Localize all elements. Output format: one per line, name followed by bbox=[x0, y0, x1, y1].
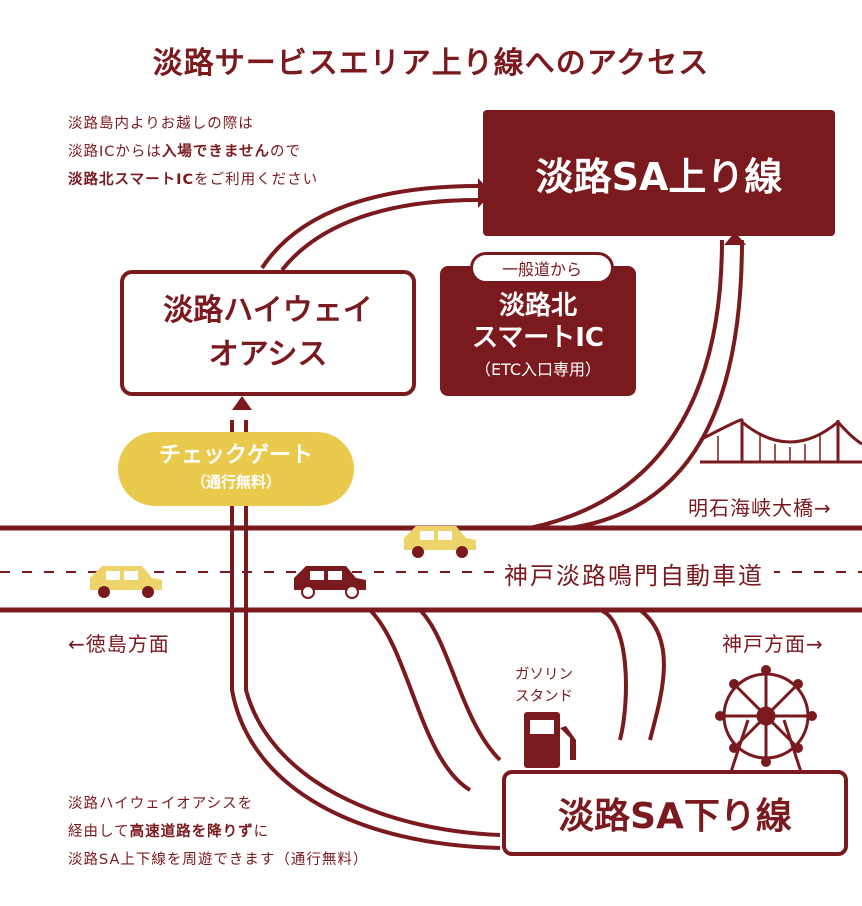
bridge-label: 明石海峡大橋→ bbox=[688, 496, 832, 520]
oasis-box[interactable]: 淡路ハイウェイ オアシス bbox=[120, 270, 416, 396]
ferris-wheel-cabins bbox=[715, 665, 817, 767]
car-icon bbox=[404, 526, 476, 558]
check-gate: チェックゲート （通行無料） bbox=[118, 432, 354, 506]
oasis-label-line1: 淡路ハイウェイ bbox=[163, 293, 373, 328]
sa-down-label: 淡路SA下り線 bbox=[558, 796, 792, 837]
sa-up-box[interactable]: 淡路SA上り線 bbox=[483, 110, 835, 236]
kobe-direction: 神戸方面→ bbox=[722, 632, 824, 656]
sa-up-label: 淡路SA上り線 bbox=[535, 154, 783, 199]
smart-ic-tag: 一般道から bbox=[470, 252, 614, 284]
top-note-line3: 淡路北スマートICをご利用ください bbox=[68, 172, 319, 188]
bottom-note-line3: 淡路SA上下線を周遊できます（通行無料） bbox=[68, 852, 369, 868]
car-icon bbox=[90, 566, 162, 598]
bottom-note-line1: 淡路ハイウェイオアシスを bbox=[68, 796, 254, 812]
car-icon bbox=[294, 566, 366, 599]
suspension-bridge-icon bbox=[699, 418, 862, 464]
smart-ic-box[interactable]: 淡路北 スマートIC （ETC入口専用） bbox=[440, 266, 636, 396]
bottom-note-line2: 経由して高速道路を降りずに bbox=[68, 824, 270, 840]
loop-route bbox=[230, 184, 744, 850]
check-gate-label: チェックゲート bbox=[158, 443, 313, 468]
gas-pump-icon bbox=[524, 712, 576, 768]
expressway-label: 神戸淡路鳴門自動車道 bbox=[494, 556, 774, 591]
tokushima-direction: ←徳島方面 bbox=[68, 632, 170, 656]
arrow-icon bbox=[724, 232, 746, 245]
top-note: 淡路島内よりお越しの際は 淡路ICからは入場できませんので 淡路北スマートICを… bbox=[68, 110, 318, 194]
top-note-line2: 淡路ICからは入場できませんので bbox=[68, 144, 301, 160]
bottom-note: 淡路ハイウェイオアシスを 経由して高速道路を降りずに 淡路SA上下線を周遊できま… bbox=[68, 790, 368, 874]
top-note-line1: 淡路島内よりお越しの際は bbox=[68, 116, 254, 132]
smart-ic-line3: （ETC入口専用） bbox=[474, 360, 602, 379]
smart-ic-line1: 淡路北 bbox=[498, 291, 577, 321]
oasis-label-line2: オアシス bbox=[208, 337, 328, 372]
arrow-icon bbox=[232, 396, 252, 410]
page-title: 淡路サービスエリア上り線へのアクセス bbox=[152, 46, 710, 81]
sa-down-box[interactable]: 淡路SA下り線 bbox=[502, 770, 848, 856]
check-gate-sub: （通行無料） bbox=[190, 473, 281, 491]
smart-ic-line2: スマートIC bbox=[472, 323, 604, 353]
gas-station-label: ガソリン スタンド bbox=[515, 667, 573, 705]
